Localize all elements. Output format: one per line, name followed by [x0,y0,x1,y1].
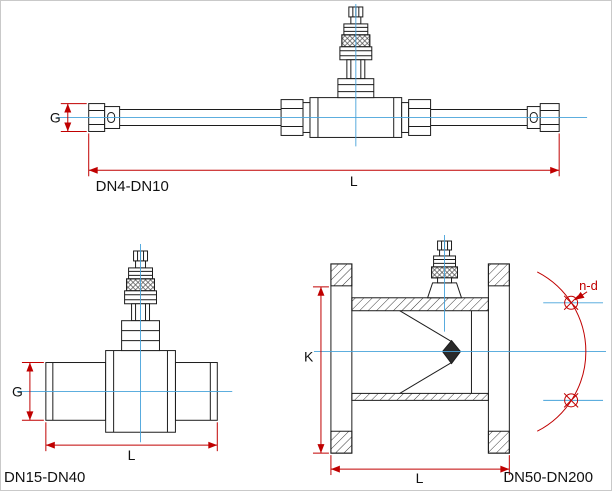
dimension-k-large: K [304,286,329,454]
dimension-label-g-small: G [50,110,61,126]
dimension-label-k-large: K [304,349,314,365]
dimension-l-small: L [88,133,560,189]
turbine-rotor [441,339,462,365]
dimension-label-l-small: L [350,173,358,189]
drawing-dn15-dn40: G L DN15-DN40 [4,244,233,486]
drawing-dn50-dn200: n-d K L DN50-DN200 [304,235,607,486]
dimension-g-medium: G [12,362,44,421]
dimension-label-l-large: L [416,470,424,486]
drawing-label-dn4-dn10: DN4-DN10 [96,178,169,195]
drawing-dn4-dn10: G L DN4-DN10 [50,3,588,195]
bolt-hole-bottom [563,393,579,408]
dimension-g-small: G [50,103,87,132]
dimension-l-large: L [330,455,510,486]
drawing-label-dn50-dn200: DN50-DN200 [503,469,593,486]
dimension-label-l-medium: L [128,447,136,463]
centerlines-large [313,235,607,401]
flowmeter-body-large [330,263,510,454]
bolt-spec-label: n-d [579,278,598,293]
dimension-label-g-medium: G [12,383,23,399]
bolt-circle: n-d [537,271,598,432]
drawing-label-dn15-dn40: DN15-DN40 [4,469,85,486]
dimension-l-medium: L [45,422,218,463]
centerlines-small [56,3,588,147]
centerlines-medium [16,244,233,443]
